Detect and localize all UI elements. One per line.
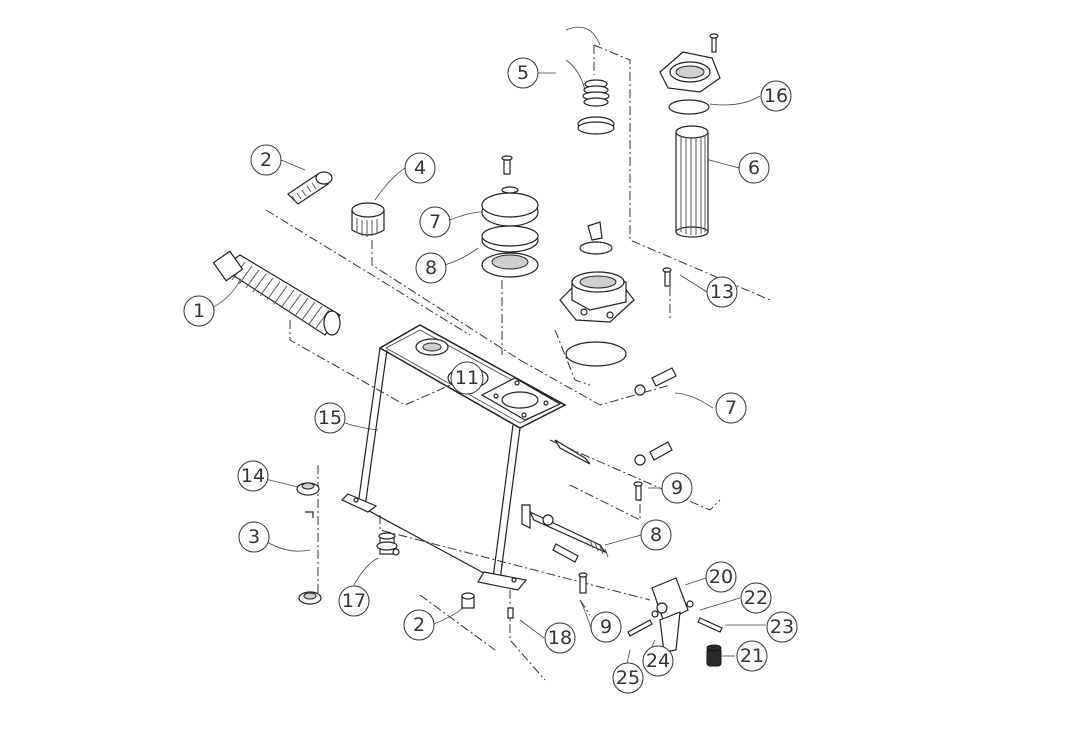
- callout-7-right: 7: [715, 392, 747, 424]
- svg-text:8: 8: [650, 524, 662, 546]
- svg-text:21: 21: [740, 645, 764, 667]
- breather-hose-part-1: [212, 250, 341, 336]
- callout-22: 22: [740, 582, 772, 614]
- valve-stack-part-7-8: [481, 155, 539, 278]
- callouts: 2 4 7 8 1 5 16 6 13 11 7 15 14 9 3 8 17 …: [183, 57, 798, 694]
- callout-20: 20: [705, 561, 737, 593]
- callout-4: 4: [404, 152, 436, 184]
- callout-15: 15: [314, 402, 346, 434]
- callout-9-lower: 9: [590, 611, 622, 643]
- callout-13: 13: [706, 276, 738, 308]
- svg-text:3: 3: [248, 526, 260, 548]
- callout-1: 1: [183, 295, 215, 327]
- svg-text:7: 7: [725, 397, 737, 419]
- callout-14: 14: [237, 460, 269, 492]
- callout-5: 5: [507, 57, 539, 89]
- filler-cap-part-4: [351, 202, 385, 237]
- callout-23: 23: [766, 611, 798, 643]
- callout-2-lower: 2: [403, 609, 435, 641]
- callout-25: 25: [612, 662, 644, 694]
- fittings-part-7: [554, 367, 677, 466]
- callout-8-lower: 8: [640, 519, 672, 551]
- svg-text:18: 18: [548, 627, 572, 649]
- callout-21: 21: [736, 640, 768, 672]
- svg-text:24: 24: [646, 650, 670, 672]
- valve-assembly-part-8: [521, 504, 609, 563]
- svg-text:11: 11: [455, 367, 479, 389]
- svg-text:9: 9: [600, 616, 612, 638]
- callout-9-right: 9: [661, 472, 693, 504]
- filter-head: [559, 221, 672, 323]
- callout-17: 17: [338, 585, 370, 617]
- callout-11: 11: [450, 361, 484, 395]
- callout-2-top: 2: [250, 144, 282, 176]
- svg-text:14: 14: [241, 465, 265, 487]
- drain-plug-part-17: [376, 532, 400, 556]
- bolt-part-2-top: [287, 171, 333, 205]
- callout-8-top: 8: [415, 252, 447, 284]
- svg-text:7: 7: [429, 211, 441, 233]
- plug-part-2-lower: [461, 592, 475, 609]
- bolt-part-9: [578, 481, 643, 594]
- svg-text:17: 17: [342, 590, 366, 612]
- svg-text:25: 25: [616, 667, 640, 689]
- svg-text:16: 16: [764, 85, 788, 107]
- svg-text:23: 23: [770, 616, 794, 638]
- cover-flange-part-16: [659, 33, 721, 115]
- svg-text:2: 2: [260, 149, 272, 171]
- callout-6: 6: [738, 152, 770, 184]
- callout-3: 3: [238, 521, 270, 553]
- svg-text:22: 22: [744, 587, 768, 609]
- svg-text:9: 9: [671, 477, 683, 499]
- callout-24: 24: [642, 645, 674, 677]
- svg-text:8: 8: [425, 257, 437, 279]
- svg-text:1: 1: [193, 300, 205, 322]
- callout-18: 18: [544, 622, 576, 654]
- clamp-part-14: [296, 482, 322, 605]
- svg-text:2: 2: [413, 614, 425, 636]
- svg-text:15: 15: [318, 407, 342, 429]
- svg-text:5: 5: [517, 62, 529, 84]
- valve-assembly-19-25: [627, 577, 723, 667]
- o-ring: [565, 341, 627, 367]
- svg-text:20: 20: [709, 566, 733, 588]
- spring-part-5: [577, 79, 615, 135]
- svg-text:4: 4: [414, 157, 426, 179]
- svg-text:6: 6: [748, 157, 760, 179]
- callout-16: 16: [760, 80, 792, 112]
- svg-text:13: 13: [710, 281, 734, 303]
- filter-element-part-6: [675, 125, 709, 238]
- callout-7-top: 7: [419, 206, 451, 238]
